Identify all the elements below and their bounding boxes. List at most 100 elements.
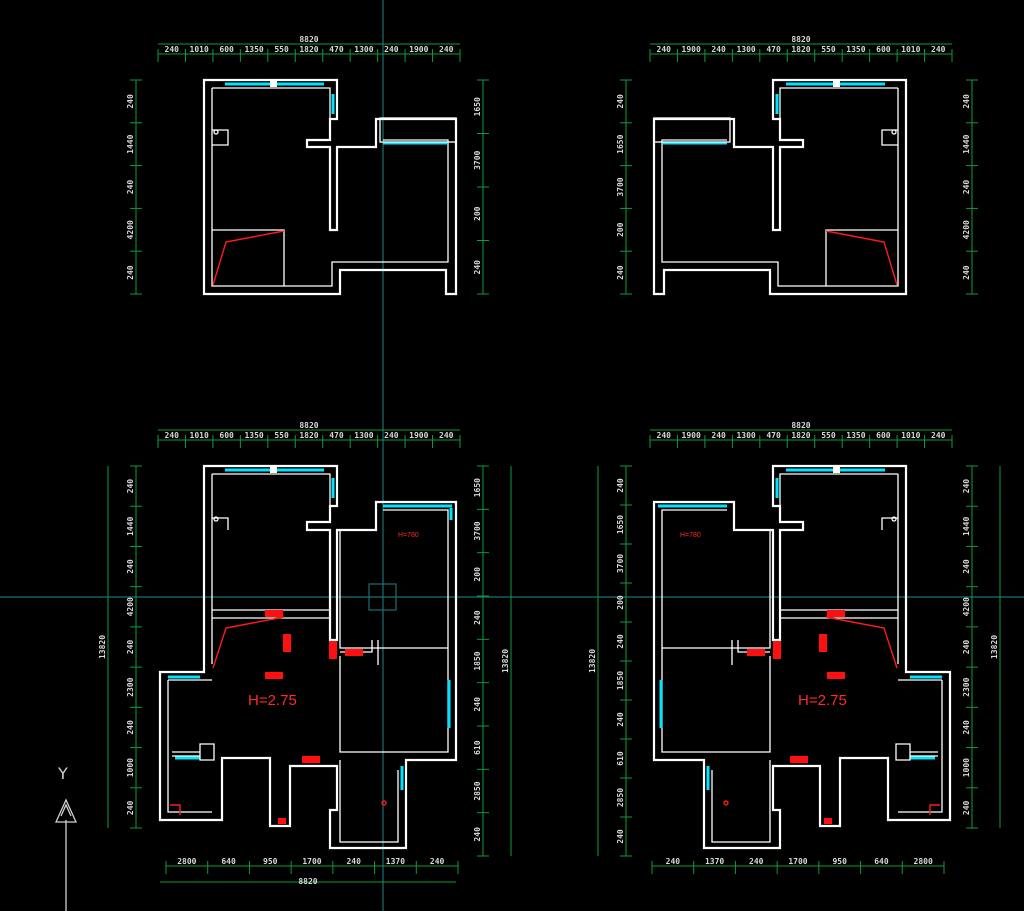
inner-walls <box>211 87 449 287</box>
outer-walls <box>158 464 458 850</box>
dimension-text: 470 <box>329 45 344 54</box>
crosshair-pickbox <box>368 583 397 611</box>
dimension-text: 240 <box>616 634 625 649</box>
dimension-text: 1300 <box>354 431 373 440</box>
dimension-text: 240 <box>749 857 764 866</box>
dimension-text: 240 <box>126 559 135 574</box>
dimension-text: 470 <box>766 45 781 54</box>
dimension-text: 4200 <box>962 597 971 616</box>
dimension-text: 1440 <box>962 517 971 536</box>
dimension-text: 240 <box>711 45 726 54</box>
dimension-text: 240 <box>384 431 399 440</box>
plan-bottom-right[interactable]: H=2.75 H=780 <box>652 464 952 850</box>
dimension-text: 640 <box>874 857 889 866</box>
dimension-text: 1440 <box>126 134 135 153</box>
dimension-text: 3700 <box>616 554 625 573</box>
dimension-text: 610 <box>473 740 482 755</box>
plan-bottom-left[interactable]: H=2.75 H=780 <box>158 464 458 850</box>
door-marker <box>265 610 283 617</box>
dimension-text: 200 <box>616 222 625 237</box>
dimension-text: 240 <box>962 265 971 280</box>
dimension-text: 1370 <box>705 857 724 866</box>
dimension-text: 2800 <box>177 857 196 866</box>
dimension-text: 550 <box>274 431 289 440</box>
ucs-icon: Y <box>54 764 78 911</box>
dimension-text: 240 <box>439 45 454 54</box>
dimension-text: 1010 <box>901 45 920 54</box>
dimension-text: 600 <box>876 431 891 440</box>
dimension-text: 2800 <box>914 857 933 866</box>
ucs-y-label: Y <box>57 764 68 783</box>
dimension-text: 1700 <box>788 857 807 866</box>
dimension-text: 1700 <box>302 857 321 866</box>
dimension-text: 240 <box>931 45 946 54</box>
dimension-text: 1350 <box>846 431 865 440</box>
dimension-text: 550 <box>274 45 289 54</box>
dimension-text: 550 <box>821 45 836 54</box>
dimension-text: 640 <box>221 857 236 866</box>
plan-top-right[interactable] <box>652 78 908 296</box>
dimension-text: 240 <box>346 857 361 866</box>
dimension-text: 240 <box>616 265 625 280</box>
ceiling-height-label: H=2.75 <box>798 692 847 709</box>
dimension-total-text: 8820 <box>299 421 318 430</box>
stair <box>172 743 215 761</box>
dimension-text: 1650 <box>473 478 482 497</box>
dimension-text: 470 <box>329 431 344 440</box>
inner-walls <box>167 473 449 843</box>
dimension-text: 200 <box>473 206 482 221</box>
balcony-rail <box>379 117 457 143</box>
dimension-text: 1350 <box>244 45 263 54</box>
dimension-text: 1900 <box>409 431 428 440</box>
dimension-text: 240 <box>126 720 135 735</box>
dimension-text: 600 <box>876 45 891 54</box>
dimension-text: 2850 <box>616 788 625 807</box>
dimension-text: 240 <box>126 640 135 655</box>
room-tag: H=780 <box>398 532 419 539</box>
dimension-text: 1350 <box>846 45 865 54</box>
dimension-text: 600 <box>219 431 234 440</box>
dimension-text: 240 <box>439 431 454 440</box>
dimension-text: 1900 <box>409 45 428 54</box>
dimension-text: 1850 <box>473 651 482 670</box>
door-swing <box>212 616 285 669</box>
dimension-text: 240 <box>473 827 482 842</box>
dimension-text: 240 <box>711 431 726 440</box>
dimension-text: 240 <box>657 45 672 54</box>
dimension-text: 240 <box>962 180 971 195</box>
dimension-total-text: 13820 <box>990 635 999 659</box>
dimension-total-text: 8820 <box>791 35 810 44</box>
dimension-text: 4200 <box>962 220 971 239</box>
dimension-text: 1000 <box>962 758 971 777</box>
dimension-text: 240 <box>962 800 971 815</box>
dimension-text: 240 <box>616 712 625 727</box>
dimension-text: 1850 <box>616 671 625 690</box>
dimension-text: 1010 <box>901 431 920 440</box>
dimension-text: 240 <box>165 431 180 440</box>
dimension-text: 2850 <box>473 781 482 800</box>
dimension-text: 1900 <box>682 431 701 440</box>
dimension-text: 1350 <box>244 431 263 440</box>
dimension-text: 240 <box>616 829 625 844</box>
dimension-total-text: 13820 <box>98 635 107 659</box>
dimension-total-text: 13820 <box>588 649 597 673</box>
dimension-text: 1820 <box>299 45 318 54</box>
dimension-text: 4200 <box>126 597 135 616</box>
dimension-text: 3700 <box>473 150 482 169</box>
dimension-text: 200 <box>616 595 625 610</box>
plan-top-left[interactable] <box>202 78 458 296</box>
dimension-text: 240 <box>126 180 135 195</box>
dimension-text: 1820 <box>791 431 810 440</box>
dimension-text: 4200 <box>126 220 135 239</box>
dimension-text: 1010 <box>190 431 209 440</box>
dimension-text: 3700 <box>616 177 625 196</box>
dimension-text: 1000 <box>126 758 135 777</box>
outer-walls <box>202 78 458 296</box>
dimension-text: 1010 <box>190 45 209 54</box>
dimension-text: 1650 <box>473 97 482 116</box>
dimension-total-text: 8820 <box>298 877 317 886</box>
dimension-text: 1650 <box>616 134 625 153</box>
dimension-text: 240 <box>126 265 135 280</box>
